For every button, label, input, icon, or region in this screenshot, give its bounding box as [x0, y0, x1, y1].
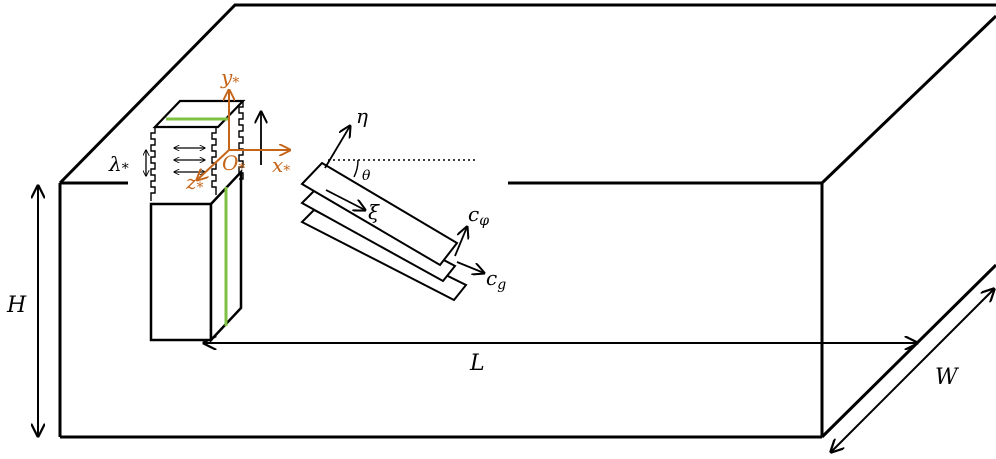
phase-velocity-arrow: [454, 227, 467, 257]
z-axis-label: z*: [185, 170, 204, 196]
serrated-surface-right: [211, 127, 217, 195]
width-label: W: [935, 365, 960, 390]
wave-maker-front-face: [149, 202, 213, 342]
phase-velocity-label: cφ: [468, 202, 489, 229]
y-axis-label: y*: [220, 65, 239, 91]
tank-box: [58, 3, 996, 439]
theta-label: θ: [362, 168, 371, 184]
serrated-surface-left: [150, 127, 156, 201]
length-label: L: [469, 351, 485, 376]
wave-crest-2: [300, 189, 457, 283]
xi-label: ξ: [368, 200, 380, 224]
origin-label: O*: [222, 151, 245, 177]
group-velocity-arrow: [456, 261, 484, 273]
eta-arrow: [324, 126, 350, 169]
theta-angle-arc: [353, 159, 359, 178]
tank-top-right-depth-edge: [820, 14, 996, 185]
width-dimension-arrow: [831, 289, 994, 452]
tank-back-top-edge: [58, 3, 996, 185]
wave-crest-1: [300, 161, 459, 267]
wave-crest-3: [300, 208, 468, 302]
wave-maker: [149, 99, 261, 344]
group-velocity-label: cg: [486, 266, 506, 293]
wavelength-label: λ*: [108, 152, 129, 177]
tank-bottom-right-depth-edge: [820, 263, 996, 439]
x-axis-label: x*: [272, 153, 290, 179]
serrated-surface-back: [238, 101, 244, 180]
local-axes: y* x* z* O*: [185, 65, 290, 196]
wave-crests: θ η ξ cφ cg: [300, 104, 506, 302]
z-axis-arrow: [197, 149, 230, 180]
height-label: H: [6, 293, 27, 318]
xi-arrow: [325, 189, 365, 210]
eta-label: η: [356, 104, 368, 128]
